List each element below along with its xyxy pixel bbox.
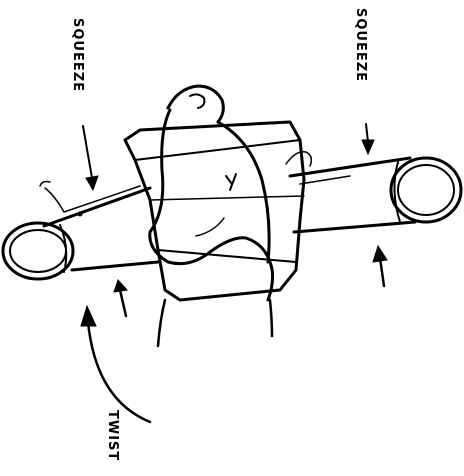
squeeze-arrow-right-bottom (372, 244, 388, 288)
squeeze-arrow-left-top (82, 125, 99, 192)
squeeze-label-right: SQUEEZE (353, 8, 368, 82)
hand-illustration (123, 84, 306, 348)
squeeze-arrow-right-top (361, 123, 375, 156)
twist-arrow (80, 304, 152, 424)
twist-label: TWIST (105, 410, 120, 461)
squeeze-label-left: SQUEEZE (70, 18, 85, 92)
right-handle (285, 151, 463, 234)
left-handle (1, 180, 160, 281)
squeeze-arrow-left-bottom (113, 279, 128, 318)
